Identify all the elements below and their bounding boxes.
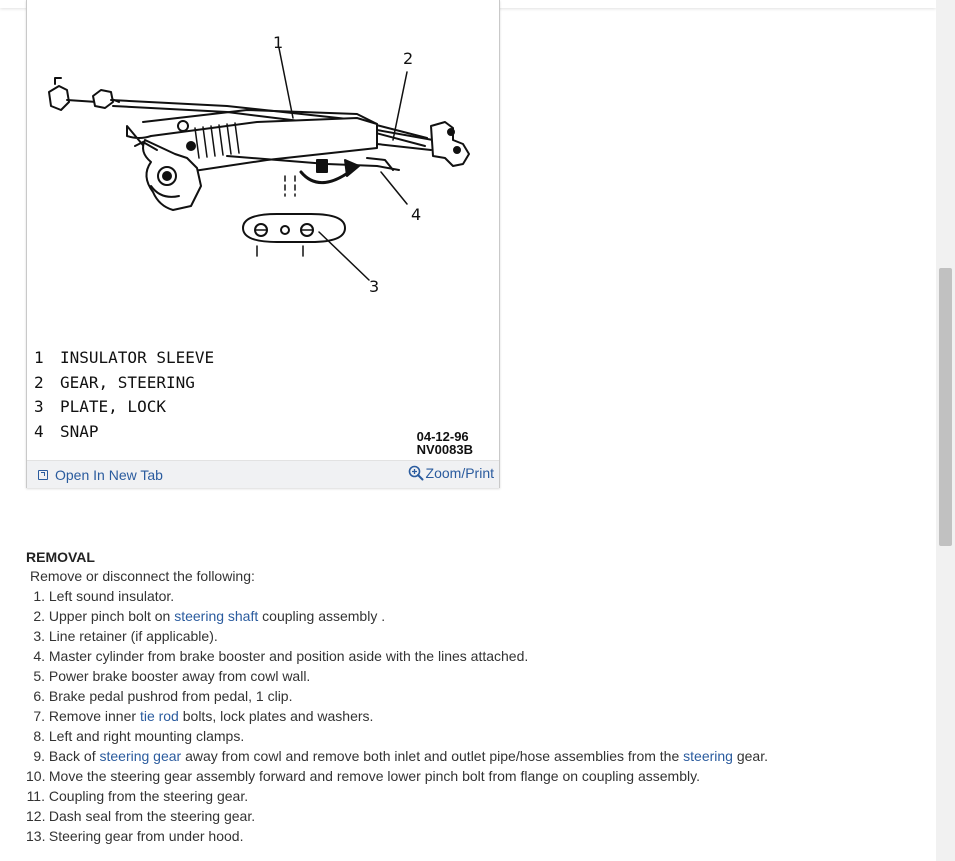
callout-3: 3 [369,277,379,296]
scrollbar-thumb[interactable] [939,268,952,546]
list-item: 1. Left sound insulator. [33,588,175,604]
steering-gear-diagram: 1 2 4 3 [48,33,470,296]
list-item: 6. Brake pedal pushrod from pedal, 1 cli… [33,688,293,704]
list-item: 12. Dash seal from the steering gear. [26,808,256,824]
removal-section: REMOVAL Remove or disconnect the followi… [26,548,906,846]
list-item: 11. Coupling from the steering gear. [26,788,249,804]
list-item: 5. Power brake booster away from cowl wa… [33,668,311,684]
figure-code: 04-12-96 NV0083B [416,429,473,457]
zoom-icon [408,465,424,481]
steering-link[interactable]: steering [683,748,733,764]
list-item: 4. Master cylinder from brake booster an… [33,648,529,664]
zoom-print-link[interactable]: Zoom/Print [408,465,494,481]
list-item: 3. Line retainer (if applicable). [33,628,218,644]
list-item: 13. Steering gear from under hood. [26,828,244,844]
list-item: 7. Remove inner tie rod bolts, lock plat… [33,708,374,724]
open-in-new-tab-link[interactable]: Open In New Tab [38,467,163,483]
steering-shaft-link[interactable]: steering shaft [174,608,259,624]
section-heading: REMOVAL [26,549,95,565]
callout-1: 1 [273,33,283,52]
callout-2: 2 [403,49,413,68]
intro-text: Remove or disconnect the following: [30,568,255,584]
figure-footer: Open In New Tab Zoom/Print [27,460,499,488]
list-item: 8. Left and right mounting clamps. [33,728,245,744]
tie-rod-link[interactable]: tie rod [139,708,179,724]
list-item: 10. Move the steering gear assembly forw… [26,768,700,784]
list-item: 9. Back of steering gear away from cowl … [33,748,768,764]
removal-steps: 1. Left sound insulator. 2. Upper pinch … [26,586,906,846]
steering-gear-link[interactable]: steering gear [99,748,182,764]
open-new-tab-icon [38,470,48,480]
callout-4: 4 [411,205,421,224]
list-item: 2. Upper pinch bolt on steering shaft co… [33,608,386,624]
vertical-scrollbar[interactable] [936,0,955,861]
